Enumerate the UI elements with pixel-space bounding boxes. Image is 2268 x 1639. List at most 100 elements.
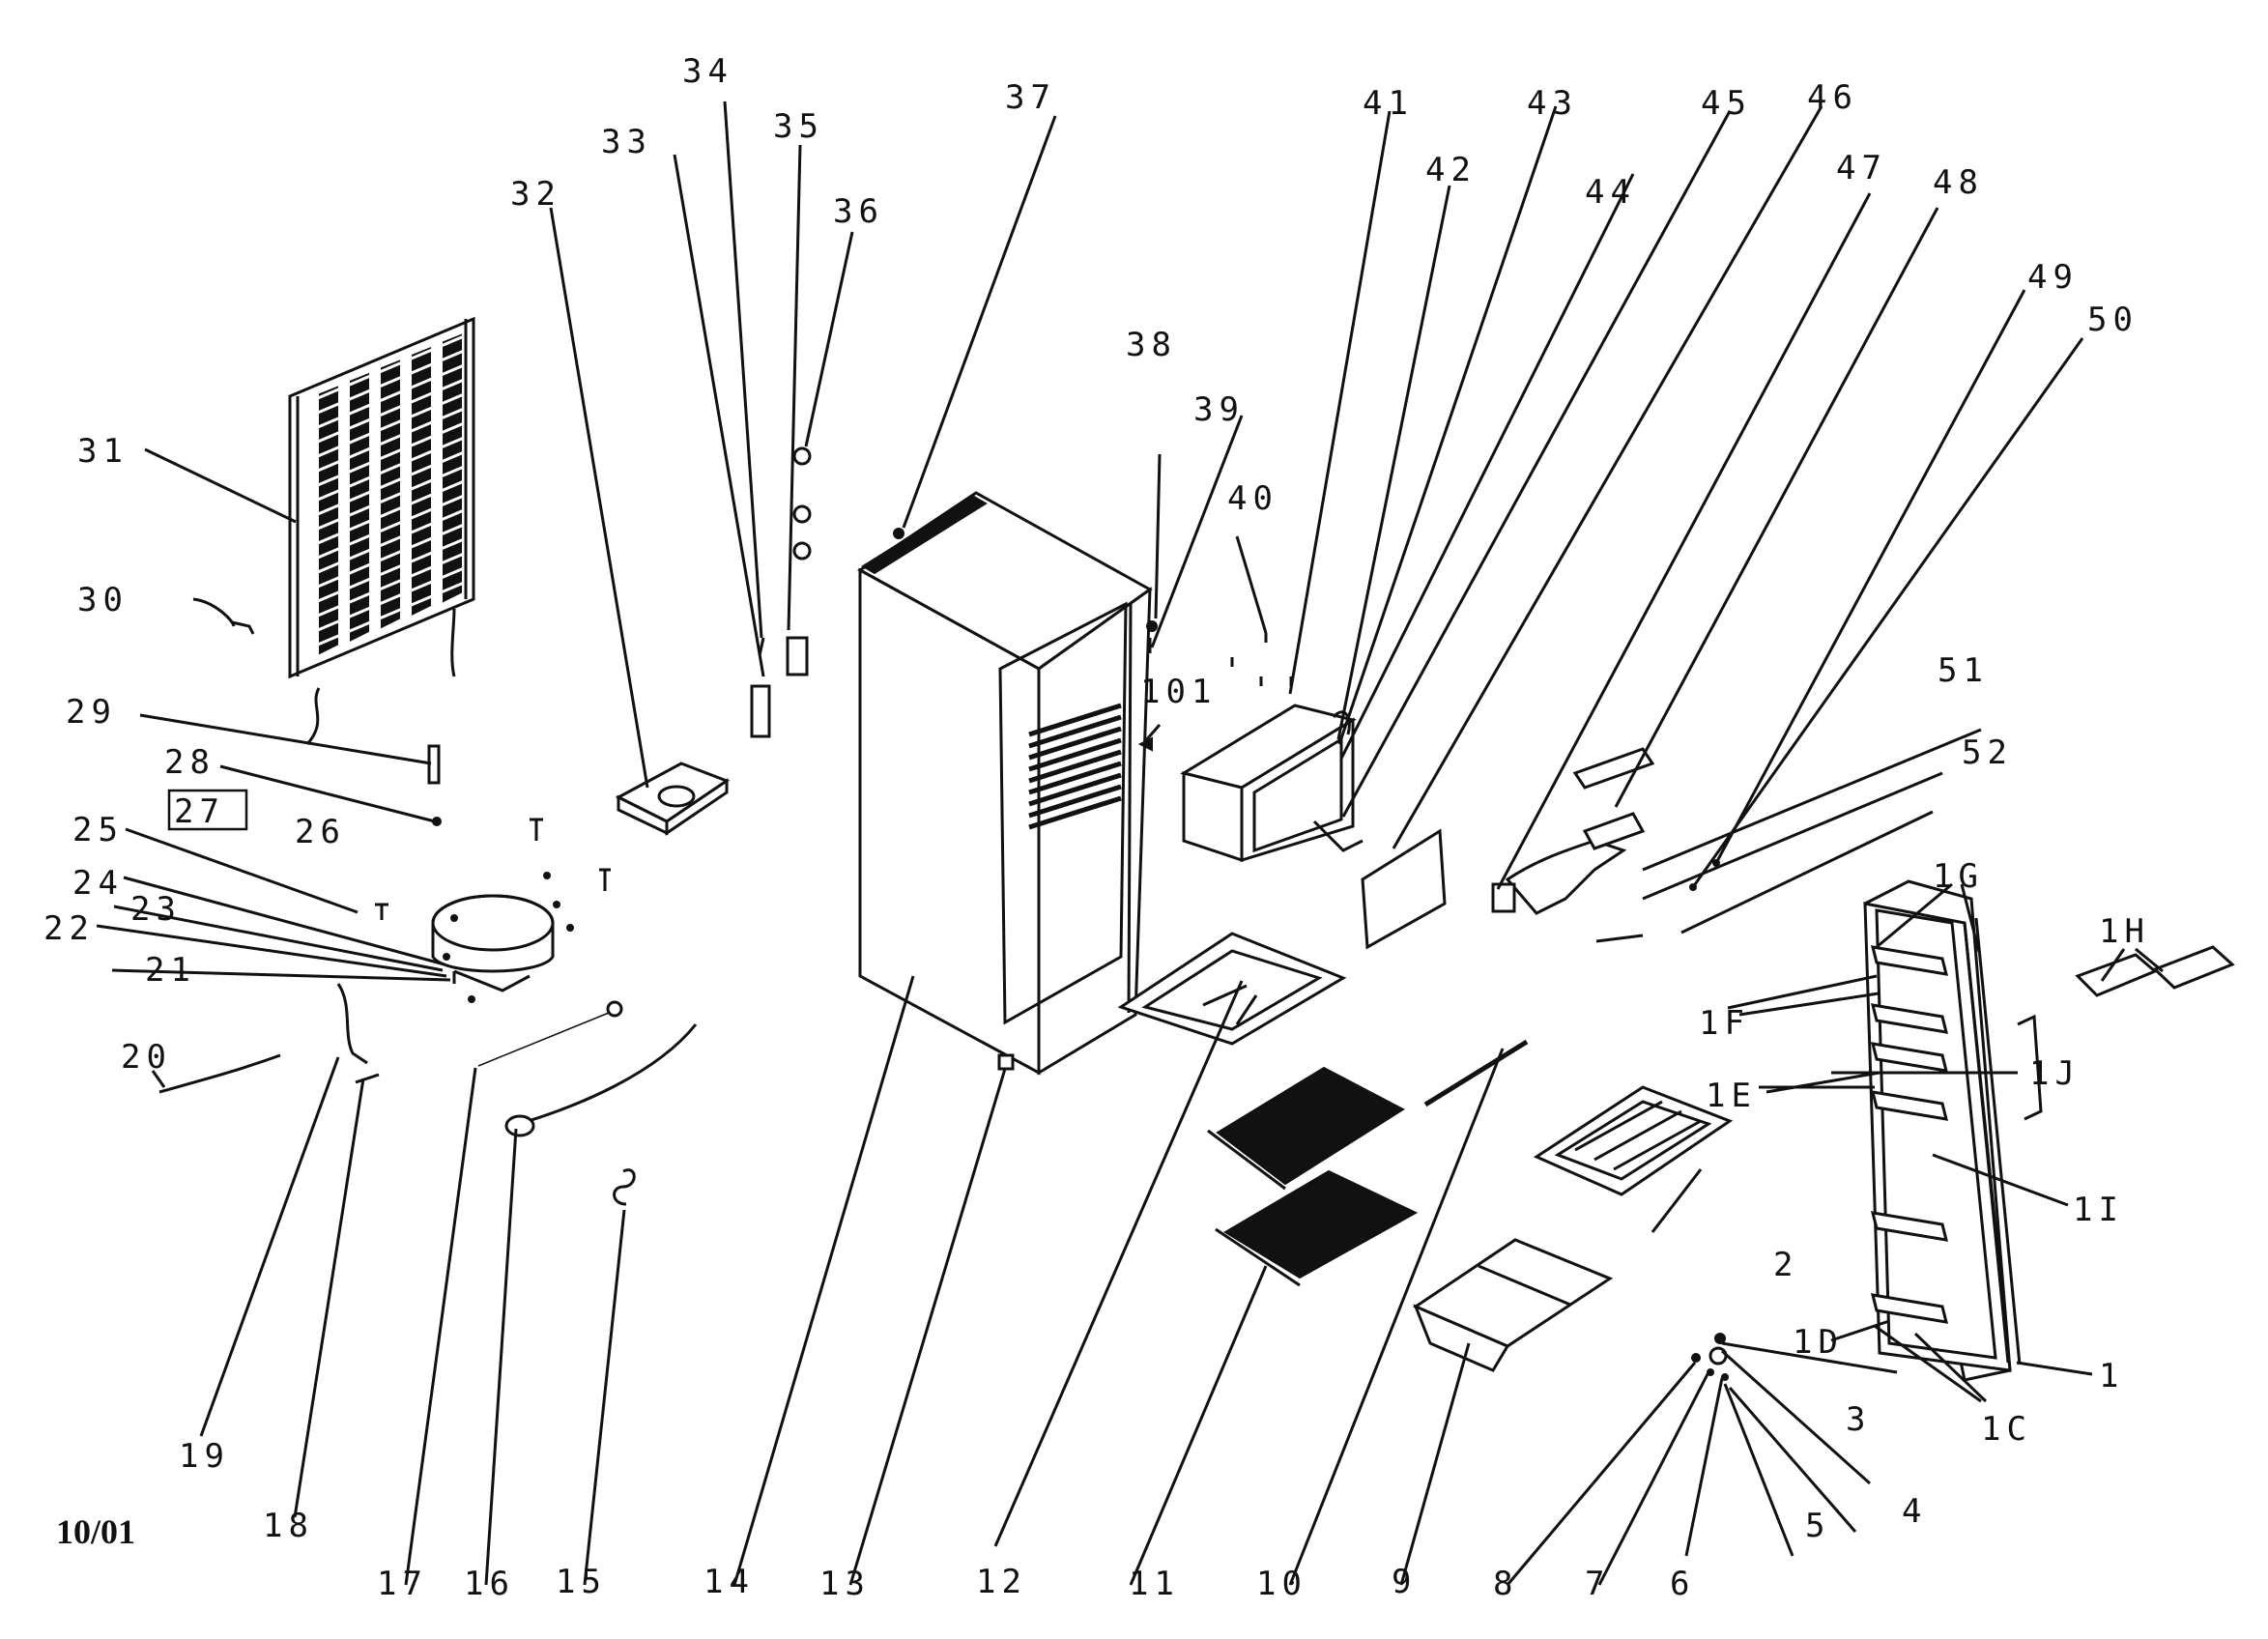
label-43: 43 xyxy=(1527,84,1578,123)
coil-fin xyxy=(299,537,465,611)
label-4: 4 xyxy=(1902,1492,1927,1531)
label-9: 9 xyxy=(1392,1563,1417,1601)
label-51: 51 xyxy=(1938,651,1989,690)
coil-fin xyxy=(299,378,465,451)
label-101: 101 xyxy=(1140,673,1217,711)
label-27: 27 xyxy=(174,792,225,831)
label-45: 45 xyxy=(1701,84,1752,123)
crisper-cover-assembly xyxy=(1491,747,1655,915)
label-16: 16 xyxy=(464,1565,515,1603)
label-21: 21 xyxy=(145,951,196,990)
label-11: 11 xyxy=(1129,1565,1180,1603)
label-41: 41 xyxy=(1363,84,1414,123)
tubing-part xyxy=(158,1053,281,1094)
coil-fin xyxy=(299,479,465,553)
coil-fin xyxy=(299,566,465,640)
evaporator-line xyxy=(1028,726,1122,761)
power-cord-part xyxy=(336,983,368,1065)
coil-fin xyxy=(299,363,465,437)
door-bin xyxy=(1870,1090,1949,1121)
evaporator-line xyxy=(1028,784,1122,819)
label-1E: 1E xyxy=(1706,1077,1757,1115)
label-48: 48 xyxy=(1933,163,1984,202)
egg-trays xyxy=(2075,945,2235,997)
door-bin xyxy=(1870,1293,1949,1324)
label-24: 24 xyxy=(72,864,124,903)
screw-38-part xyxy=(1146,620,1158,632)
label-23: 23 xyxy=(130,890,182,929)
door-handle xyxy=(2017,1014,2043,1121)
freezer-compartment xyxy=(1180,704,1364,863)
condenser-coil xyxy=(288,316,475,745)
coil-fin xyxy=(299,334,465,408)
drier-bulb-part xyxy=(504,1114,535,1137)
label-18: 18 xyxy=(263,1507,314,1545)
label-44: 44 xyxy=(1585,173,1636,212)
label-2: 2 xyxy=(1773,1246,1798,1284)
cabinet xyxy=(857,491,1153,1076)
hinge-hardware xyxy=(1691,1333,1729,1381)
evaporator-line xyxy=(1028,772,1122,807)
label-1I: 1I xyxy=(2073,1191,2124,1229)
label-29: 29 xyxy=(66,693,117,732)
part-drawings xyxy=(158,316,2235,1382)
cover-plate-part xyxy=(750,684,771,738)
coil-fin xyxy=(299,349,465,422)
compressor xyxy=(431,894,555,992)
label-50: 50 xyxy=(2087,301,2139,339)
crisper-drawers xyxy=(1412,1238,1614,1372)
cabinet-plug-part xyxy=(893,528,904,539)
glass-shelf xyxy=(1117,932,1347,1046)
door-bin xyxy=(1870,1003,1949,1034)
coil-fin xyxy=(299,465,465,538)
label-1G: 1G xyxy=(1933,857,1984,896)
coil-fin xyxy=(299,494,465,567)
label-12: 12 xyxy=(976,1563,1027,1601)
label-32: 32 xyxy=(510,175,561,214)
door-bin xyxy=(1870,1211,1949,1242)
door-bin xyxy=(1870,945,1949,976)
wire-shelves xyxy=(1207,1066,1419,1287)
evaporator-line xyxy=(1028,703,1122,737)
label-26: 26 xyxy=(295,813,346,851)
label-13: 13 xyxy=(819,1565,871,1603)
label-1: 1 xyxy=(2099,1357,2124,1395)
label-52: 52 xyxy=(1962,733,2013,772)
label-17: 17 xyxy=(377,1565,428,1603)
mounting-hardware xyxy=(375,818,611,1003)
ring-part xyxy=(613,1168,636,1206)
label-42: 42 xyxy=(1425,151,1477,189)
label-10: 10 xyxy=(1256,1565,1307,1603)
label-27-box xyxy=(167,789,248,831)
label-30: 30 xyxy=(77,581,129,619)
evaporator-line xyxy=(1028,749,1122,784)
screw-101-part xyxy=(1137,736,1153,752)
label-31: 31 xyxy=(77,432,129,471)
coil-fin xyxy=(299,436,465,509)
coil-fin xyxy=(299,450,465,524)
label-6: 6 xyxy=(1670,1565,1695,1603)
evaporator-line xyxy=(1028,795,1122,830)
door-bin xyxy=(1870,1042,1949,1073)
label-7: 7 xyxy=(1585,1565,1610,1603)
small-plate-part xyxy=(997,1053,1015,1071)
label-34: 34 xyxy=(682,52,733,91)
bushings-36 xyxy=(792,446,812,561)
label-1D: 1D xyxy=(1793,1323,1844,1362)
label-8: 8 xyxy=(1493,1565,1518,1603)
coil-fin xyxy=(299,407,465,480)
label-19: 19 xyxy=(179,1437,230,1476)
evaporator-line xyxy=(1028,737,1122,772)
relay-35-part xyxy=(786,636,809,676)
fitting-part xyxy=(606,1000,623,1018)
label-39: 39 xyxy=(1193,390,1245,429)
date-code: 10/01 xyxy=(56,1512,135,1551)
label-5: 5 xyxy=(1805,1507,1830,1545)
label-20: 20 xyxy=(121,1038,172,1077)
label-36: 36 xyxy=(833,192,884,231)
evaporator-line xyxy=(1028,761,1122,795)
coil-fin xyxy=(299,552,465,625)
label-1F: 1F xyxy=(1699,1004,1750,1043)
drain-pan xyxy=(615,762,731,836)
